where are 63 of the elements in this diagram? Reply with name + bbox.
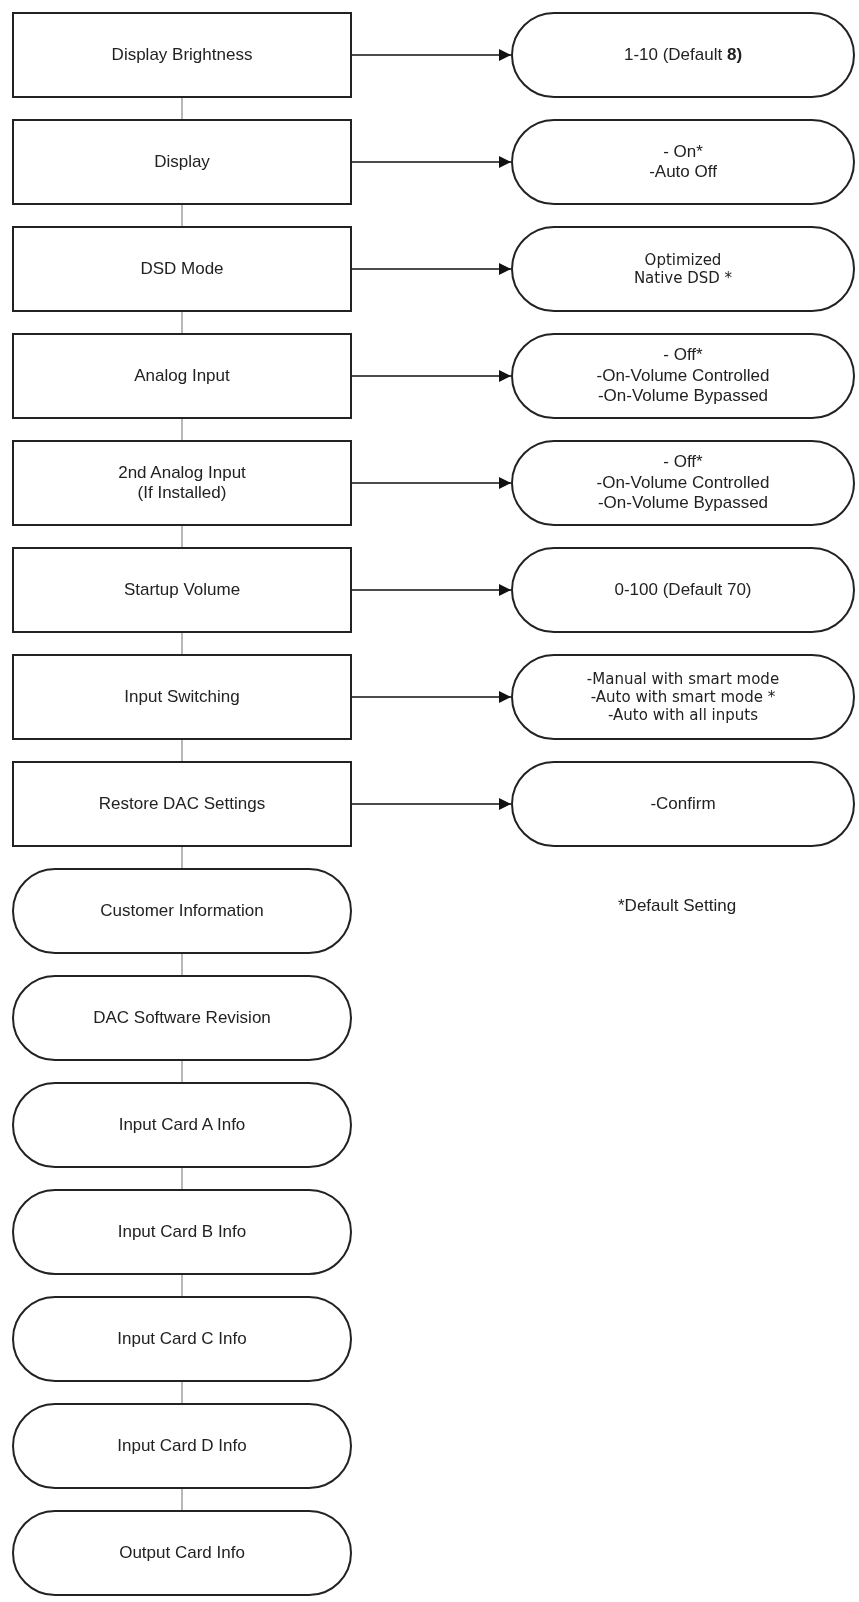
node-text: Input Switching	[124, 686, 240, 708]
menu-box	[12, 654, 352, 740]
menu-box	[12, 226, 352, 312]
node-text: Startup Volume	[123, 579, 241, 601]
node-text: DSD Mode	[140, 258, 224, 280]
node-text: Restore DAC Settings	[98, 793, 266, 815]
connector-line	[181, 632, 183, 655]
node-text: Input Card D Info	[117, 1435, 247, 1457]
node-text: Input Card B Info	[117, 1221, 247, 1243]
node-text: Native DSD *	[633, 269, 733, 287]
arrow	[351, 584, 512, 596]
node-text: -Auto Off	[649, 162, 717, 183]
connector-line	[181, 1381, 183, 1404]
connector-line	[181, 204, 183, 227]
arrow	[351, 263, 512, 275]
arrow	[351, 49, 512, 61]
footnote-text: *Default Setting	[618, 895, 737, 917]
menu-box	[12, 333, 352, 419]
connector-line	[181, 739, 183, 762]
connector-line	[181, 1488, 183, 1511]
node-text: 2nd Analog Input	[118, 462, 246, 483]
node-text: 0-100 (Default 70)	[614, 579, 752, 601]
node-text: (If Installed)	[137, 483, 227, 504]
node-text: -On-Volume Controlled	[596, 365, 770, 387]
node-text: DAC Software Revision	[93, 1007, 271, 1029]
node-text: -Auto with all inputs	[608, 706, 758, 724]
connector-line	[181, 418, 183, 441]
connector-line	[181, 97, 183, 120]
node-text: -Manual with smart mode	[586, 670, 780, 688]
connector-line	[181, 953, 183, 976]
connector-line	[181, 525, 183, 548]
node-text: - Off*	[663, 345, 703, 366]
menu-box	[12, 12, 352, 98]
connector-line	[181, 846, 183, 869]
node-text: - Off*	[663, 452, 703, 473]
node-text: Analog Input	[134, 365, 230, 387]
node-text: -Auto with smart mode *	[590, 688, 776, 706]
node-text: Customer Information	[100, 900, 264, 922]
node-text: 1-10 (Default 8)	[623, 44, 743, 66]
node-text: Optimized	[644, 251, 722, 269]
node-text: -On-Volume Bypassed	[597, 493, 769, 514]
node-text: Input Card C Info	[117, 1328, 247, 1350]
menu-box	[12, 547, 352, 633]
arrow	[351, 477, 512, 489]
node-text: Display	[154, 151, 210, 173]
node-text: - On*	[663, 141, 703, 162]
node-text: Display Brightness	[111, 44, 253, 66]
menu-box	[12, 761, 352, 847]
arrow	[351, 691, 512, 703]
connector-line	[181, 1274, 183, 1297]
menu-box	[12, 119, 352, 205]
arrow	[351, 156, 512, 168]
node-text: -Confirm	[650, 793, 716, 815]
node-text: Output Card Info	[119, 1542, 245, 1564]
node-text: -On-Volume Controlled	[596, 472, 770, 494]
arrow	[351, 370, 512, 382]
connector-line	[181, 311, 183, 334]
node-text: Input Card A Info	[118, 1114, 246, 1136]
connector-line	[181, 1060, 183, 1083]
node-text: -On-Volume Bypassed	[597, 386, 769, 407]
arrow	[351, 798, 512, 810]
connector-line	[181, 1167, 183, 1190]
menu-box	[12, 440, 352, 526]
